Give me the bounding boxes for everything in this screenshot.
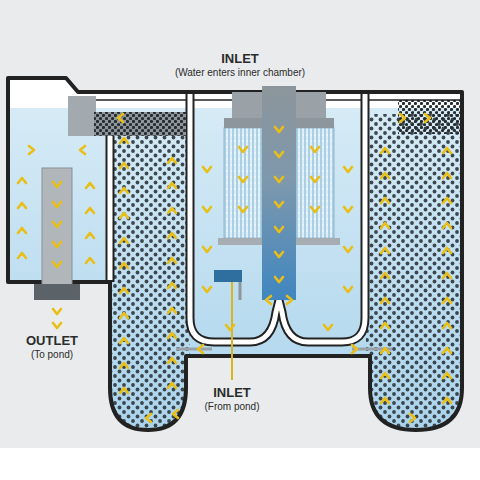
inlet-pipe xyxy=(239,282,242,300)
divider-wall xyxy=(106,112,115,282)
inlet-leader xyxy=(231,282,233,380)
air-space xyxy=(0,70,480,450)
grate-bar xyxy=(176,348,212,351)
outlet-filter-body xyxy=(94,112,186,136)
flow-arrows xyxy=(18,114,451,422)
screen-base-plate xyxy=(296,238,340,245)
floor-band xyxy=(0,448,480,480)
port-heading: OUTLET xyxy=(26,334,78,349)
tank-contents xyxy=(0,70,480,450)
outlet-elbow xyxy=(68,96,96,136)
center-pipe xyxy=(262,86,296,300)
port-heading: INLET xyxy=(221,52,259,67)
outlet-flange xyxy=(34,284,80,300)
port-note: (To pond) xyxy=(31,349,73,361)
port-note: (From pond) xyxy=(204,401,259,413)
divider-wall-face xyxy=(108,114,113,280)
screen-base-plate xyxy=(218,238,262,245)
port-heading: INLET xyxy=(213,386,251,401)
filter-media xyxy=(110,114,190,434)
inlet-nozzle xyxy=(214,270,242,282)
port-note: (Water enters inner chamber) xyxy=(175,67,305,79)
tank-outline xyxy=(8,78,462,430)
outlet-filter-media xyxy=(94,112,186,136)
water xyxy=(0,108,480,448)
